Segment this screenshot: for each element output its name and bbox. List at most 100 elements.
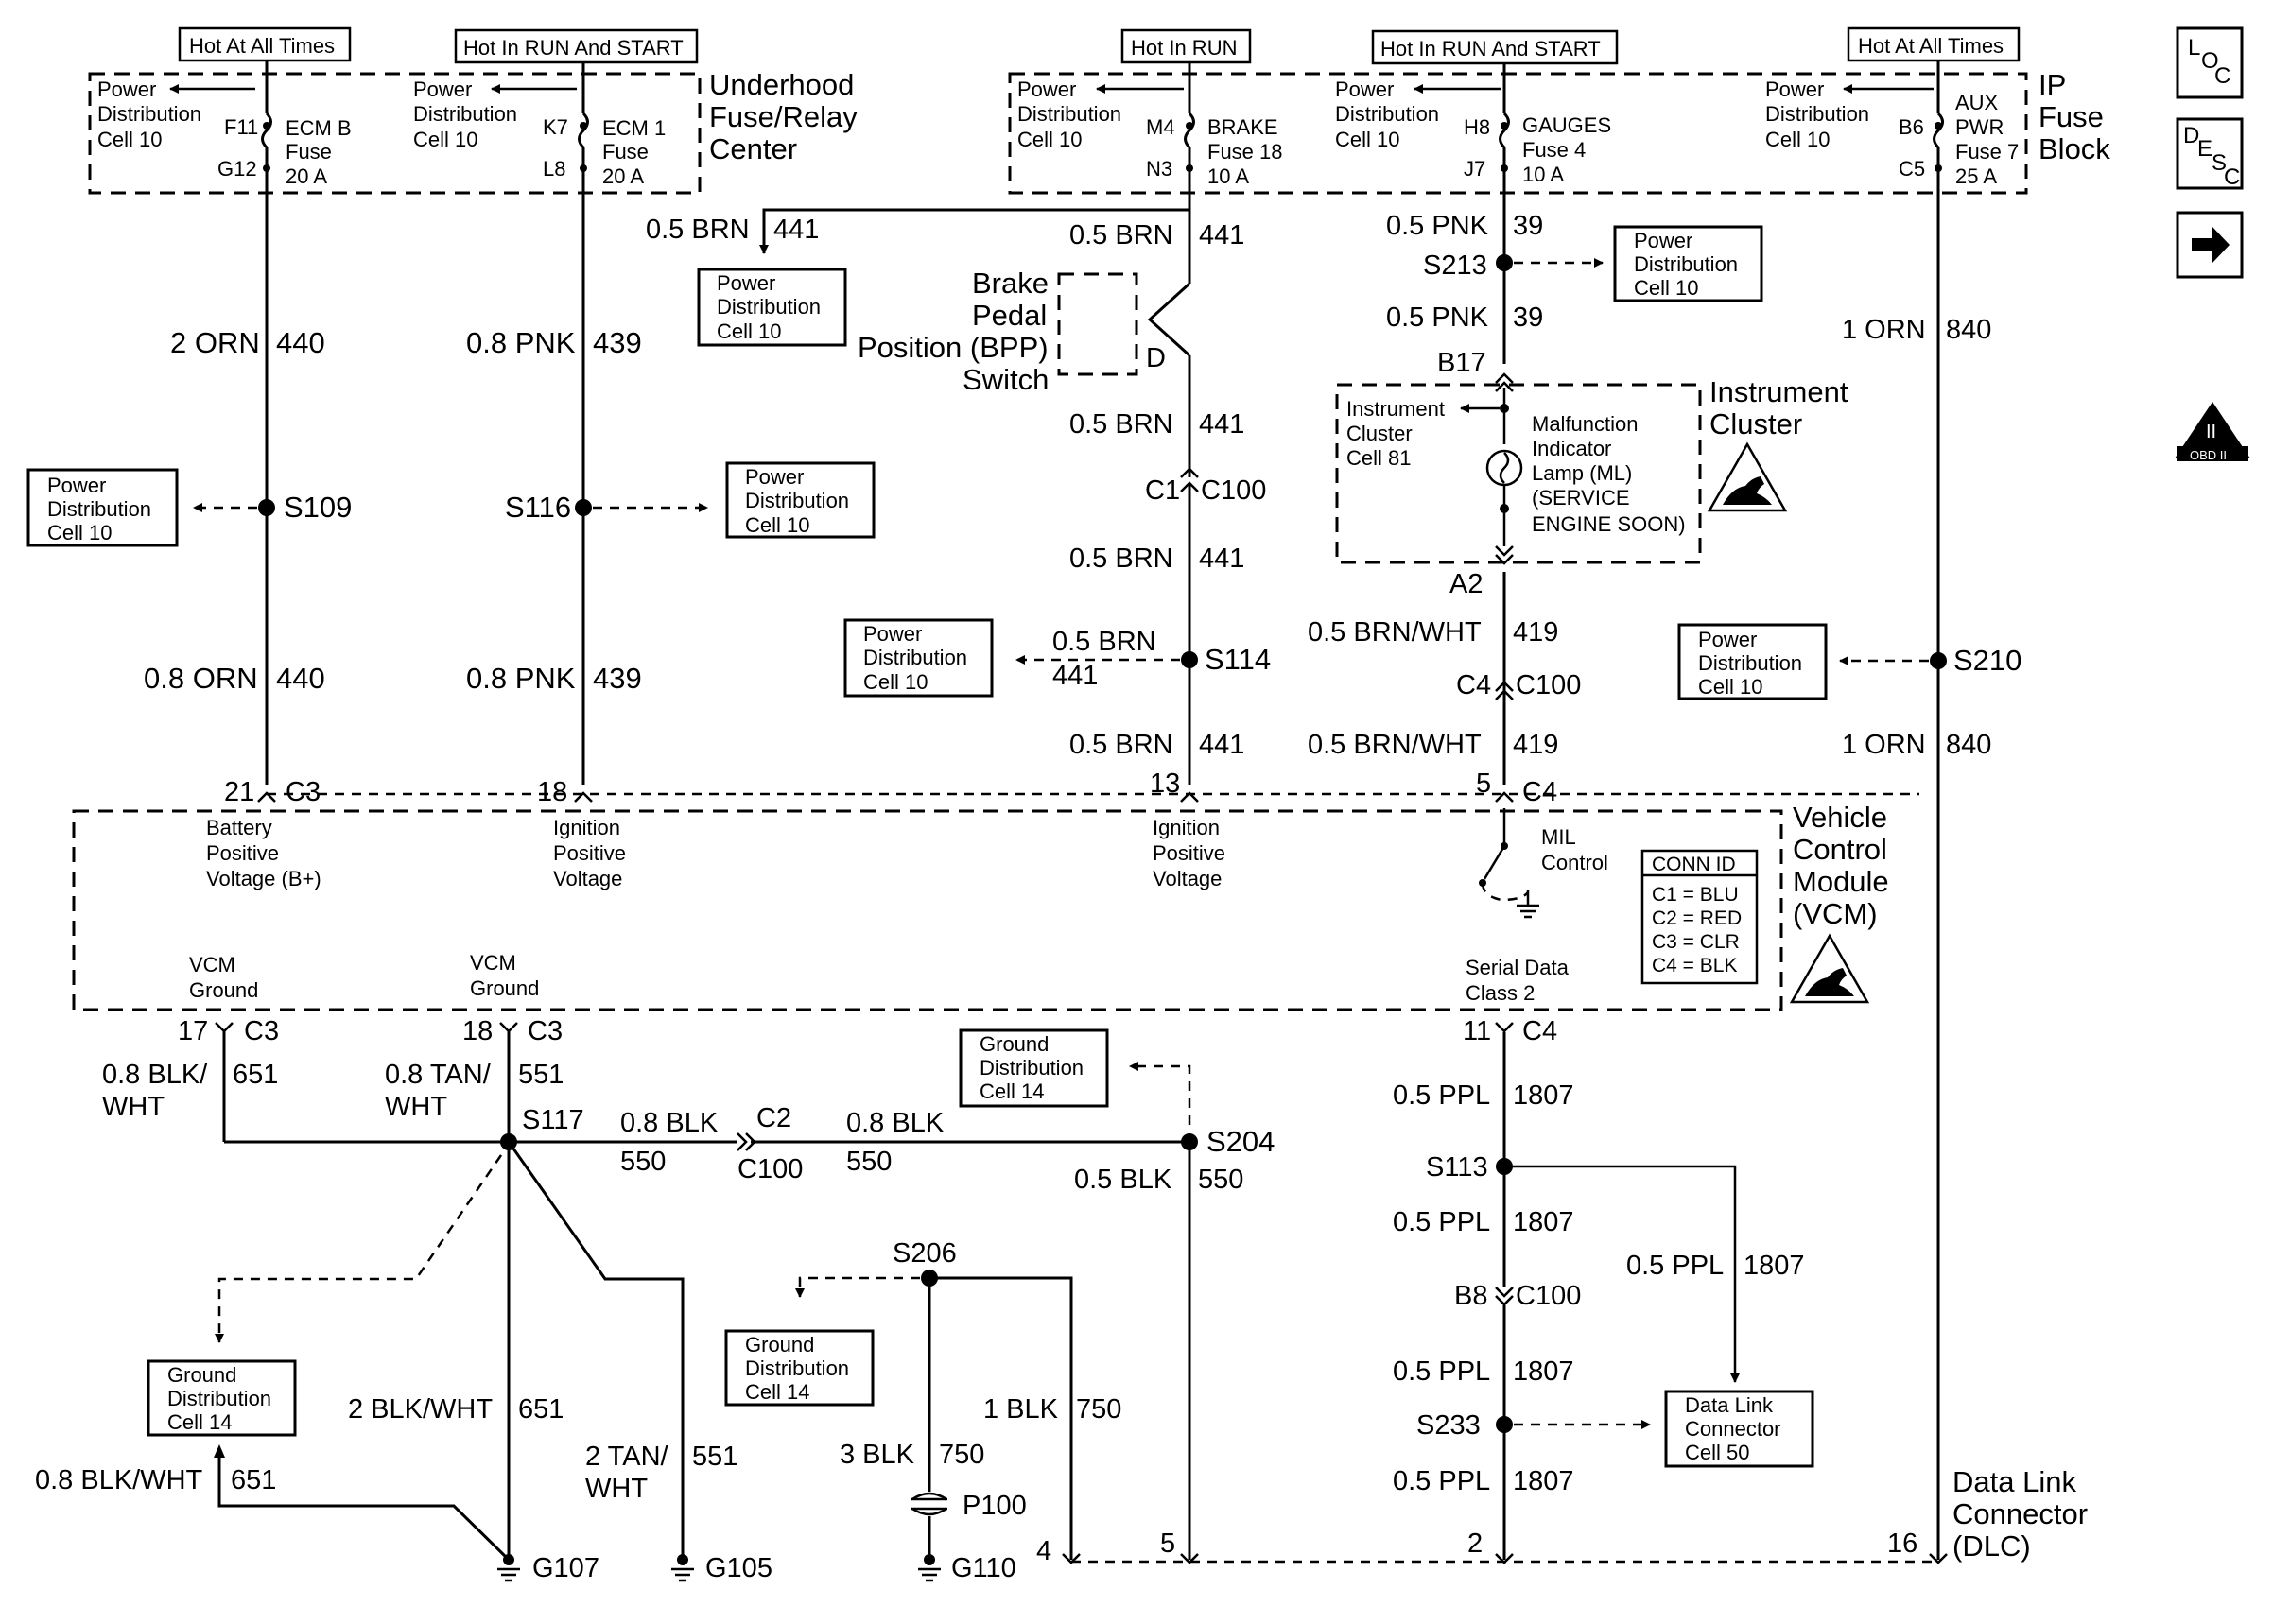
svg-text:0.8 TAN/: 0.8 TAN/ — [385, 1060, 492, 1090]
svg-text:750: 750 — [1076, 1394, 1121, 1425]
ground-g107: G107 — [497, 1553, 599, 1583]
svg-text:18: 18 — [462, 1016, 493, 1046]
svg-text:550: 550 — [1198, 1165, 1243, 1195]
svg-text:0.8 BLK/WHT: 0.8 BLK/WHT — [35, 1465, 203, 1495]
svg-text:Cell 10: Cell 10 — [1698, 675, 1762, 699]
svg-text:551: 551 — [692, 1442, 737, 1472]
wire-39-419: 0.5 PNK 39 S213 0.5 PNK 39 B17 A2 0.5 BR… — [1308, 147, 1604, 785]
wire-441: 0.5 BRN 441 0.5 BRN 441 Brake Pedal Posi… — [646, 147, 1271, 785]
conn-id-table: CONN ID C1 = BLU C2 = RED C3 = CLR C4 = … — [1640, 849, 1759, 985]
svg-text:1807: 1807 — [1744, 1251, 1805, 1281]
wire-550: 0.8 BLK 550 C2 C100 0.8 BLK 550 S204 0.5… — [509, 1062, 1275, 1560]
svg-text:B8: B8 — [1454, 1281, 1487, 1311]
fuse-pd-3: Power Distribution Cell 10 — [1017, 78, 1184, 151]
svg-text:11: 11 — [1463, 1016, 1491, 1046]
svg-text:1 ORN: 1 ORN — [1842, 315, 1926, 345]
svg-text:C4: C4 — [1522, 1016, 1557, 1046]
svg-text:Ignition: Ignition — [553, 816, 620, 839]
svg-text:Distribution: Distribution — [1698, 651, 1802, 675]
svg-text:Positive: Positive — [1153, 841, 1225, 865]
svg-text:Instrument: Instrument — [1709, 375, 1848, 408]
svg-text:4: 4 — [1036, 1536, 1051, 1566]
svg-text:Distribution: Distribution — [745, 1356, 849, 1380]
fuse-brake: M4 N3 BRAKE Fuse 18 10 A — [1146, 62, 1283, 188]
svg-text:Ground: Ground — [745, 1333, 814, 1356]
wire-651-lower: 0.8 BLK/WHT 651 — [35, 1444, 511, 1562]
svg-text:K7: K7 — [543, 115, 568, 139]
svg-text:S233: S233 — [1416, 1410, 1481, 1441]
svg-text:S113: S113 — [1426, 1152, 1488, 1183]
svg-text:Distribution: Distribution — [47, 497, 151, 521]
svg-text:H8: H8 — [1464, 115, 1490, 139]
svg-text:MIL: MIL — [1541, 825, 1576, 849]
svg-text:419: 419 — [1513, 730, 1558, 760]
svg-text:Cell 14: Cell 14 — [745, 1380, 809, 1404]
svg-text:0.8 BLK: 0.8 BLK — [620, 1108, 719, 1138]
svg-text:Vehicle: Vehicle — [1793, 801, 1887, 834]
svg-text:C3 = CLR: C3 = CLR — [1652, 931, 1740, 953]
svg-text:Fuse 18: Fuse 18 — [1207, 140, 1283, 164]
svg-text:Cell 10: Cell 10 — [1017, 128, 1082, 151]
svg-text:Power: Power — [1765, 78, 1824, 101]
svg-text:G12: G12 — [217, 157, 257, 181]
svg-text:2 ORN: 2 ORN — [170, 326, 260, 359]
svg-text:P100: P100 — [963, 1491, 1027, 1521]
hot-label-2: Hot In RUN And START — [454, 28, 699, 64]
splice-s233 — [1496, 1416, 1513, 1433]
svg-text:N3: N3 — [1146, 157, 1172, 181]
svg-text:0.5 BRN: 0.5 BRN — [1069, 730, 1173, 760]
svg-text:20 A: 20 A — [602, 164, 644, 188]
svg-text:G110: G110 — [951, 1553, 1016, 1583]
svg-text:551: 551 — [518, 1060, 564, 1090]
hot-label-5: Hot At All Times — [1847, 26, 2021, 62]
svg-text:C3: C3 — [286, 777, 321, 807]
svg-text:0.5 BRN: 0.5 BRN — [1069, 220, 1173, 251]
svg-text:1807: 1807 — [1513, 1356, 1574, 1387]
wire-440: 2 ORN 440 S109 0.8 ORN 440 — [144, 193, 352, 785]
svg-text:Cell 10: Cell 10 — [1765, 128, 1830, 151]
svg-text:II: II — [2206, 422, 2216, 442]
fuse-ecm-b: F11 G12 ECM B Fuse 20 A — [217, 60, 352, 193]
dlc-cell-box-1: Data Link Connector Cell 50 — [1664, 1390, 1814, 1468]
svg-text:AUX: AUX — [1955, 91, 1999, 114]
loc-button-icon[interactable]: L O C — [2176, 26, 2244, 99]
svg-text:3 BLK: 3 BLK — [840, 1440, 915, 1470]
svg-text:WHT: WHT — [385, 1092, 447, 1122]
svg-text:Power: Power — [717, 271, 775, 295]
svg-text:B17: B17 — [1437, 348, 1486, 378]
svg-text:Distribution: Distribution — [1335, 102, 1439, 126]
svg-text:5: 5 — [1476, 769, 1491, 799]
ground-g105: G105 — [671, 1553, 772, 1583]
wire-551: 0.8 TAN/ WHT 551 S117 — [385, 1030, 584, 1150]
svg-text:J7: J7 — [1464, 157, 1485, 181]
splice-s213 — [1496, 254, 1513, 271]
svg-text:651: 651 — [233, 1060, 278, 1090]
next-arrow-icon[interactable] — [2176, 211, 2244, 279]
svg-text:C4: C4 — [1522, 777, 1557, 807]
svg-text:0.5 PPL: 0.5 PPL — [1393, 1466, 1490, 1496]
esd-warning-icon — [1707, 441, 1788, 512]
svg-text:39: 39 — [1513, 211, 1543, 241]
svg-text:Fuse 4: Fuse 4 — [1522, 138, 1586, 162]
p100-connector — [911, 1492, 947, 1516]
svg-text:S117: S117 — [522, 1105, 584, 1135]
svg-text:Connector: Connector — [1685, 1417, 1781, 1441]
pd-box-s109: Power Distribution Cell 10 — [26, 468, 179, 547]
svg-text:S114: S114 — [1205, 643, 1271, 676]
svg-text:0.5 PNK: 0.5 PNK — [1386, 302, 1489, 333]
svg-text:Control: Control — [1541, 851, 1608, 874]
svg-text:G107: G107 — [532, 1553, 599, 1583]
svg-text:1807: 1807 — [1513, 1466, 1574, 1496]
pd-box-s114: Power Distribution Cell 10 — [843, 618, 994, 698]
svg-text:10 A: 10 A — [1207, 164, 1249, 188]
svg-text:651: 651 — [518, 1394, 564, 1425]
desc-button-icon[interactable]: D E S C — [2176, 117, 2244, 190]
svg-text:Switch: Switch — [963, 363, 1049, 396]
svg-text:441: 441 — [1199, 220, 1244, 251]
ip-title-1: IP — [2039, 68, 2066, 101]
gd-box-s206: Ground Distribution Cell 14 — [724, 1329, 875, 1407]
svg-text:CONN ID: CONN ID — [1652, 854, 1736, 875]
gd-box-s117: Ground Distribution Cell 14 — [147, 1359, 297, 1437]
svg-text:Power: Power — [1335, 78, 1394, 101]
